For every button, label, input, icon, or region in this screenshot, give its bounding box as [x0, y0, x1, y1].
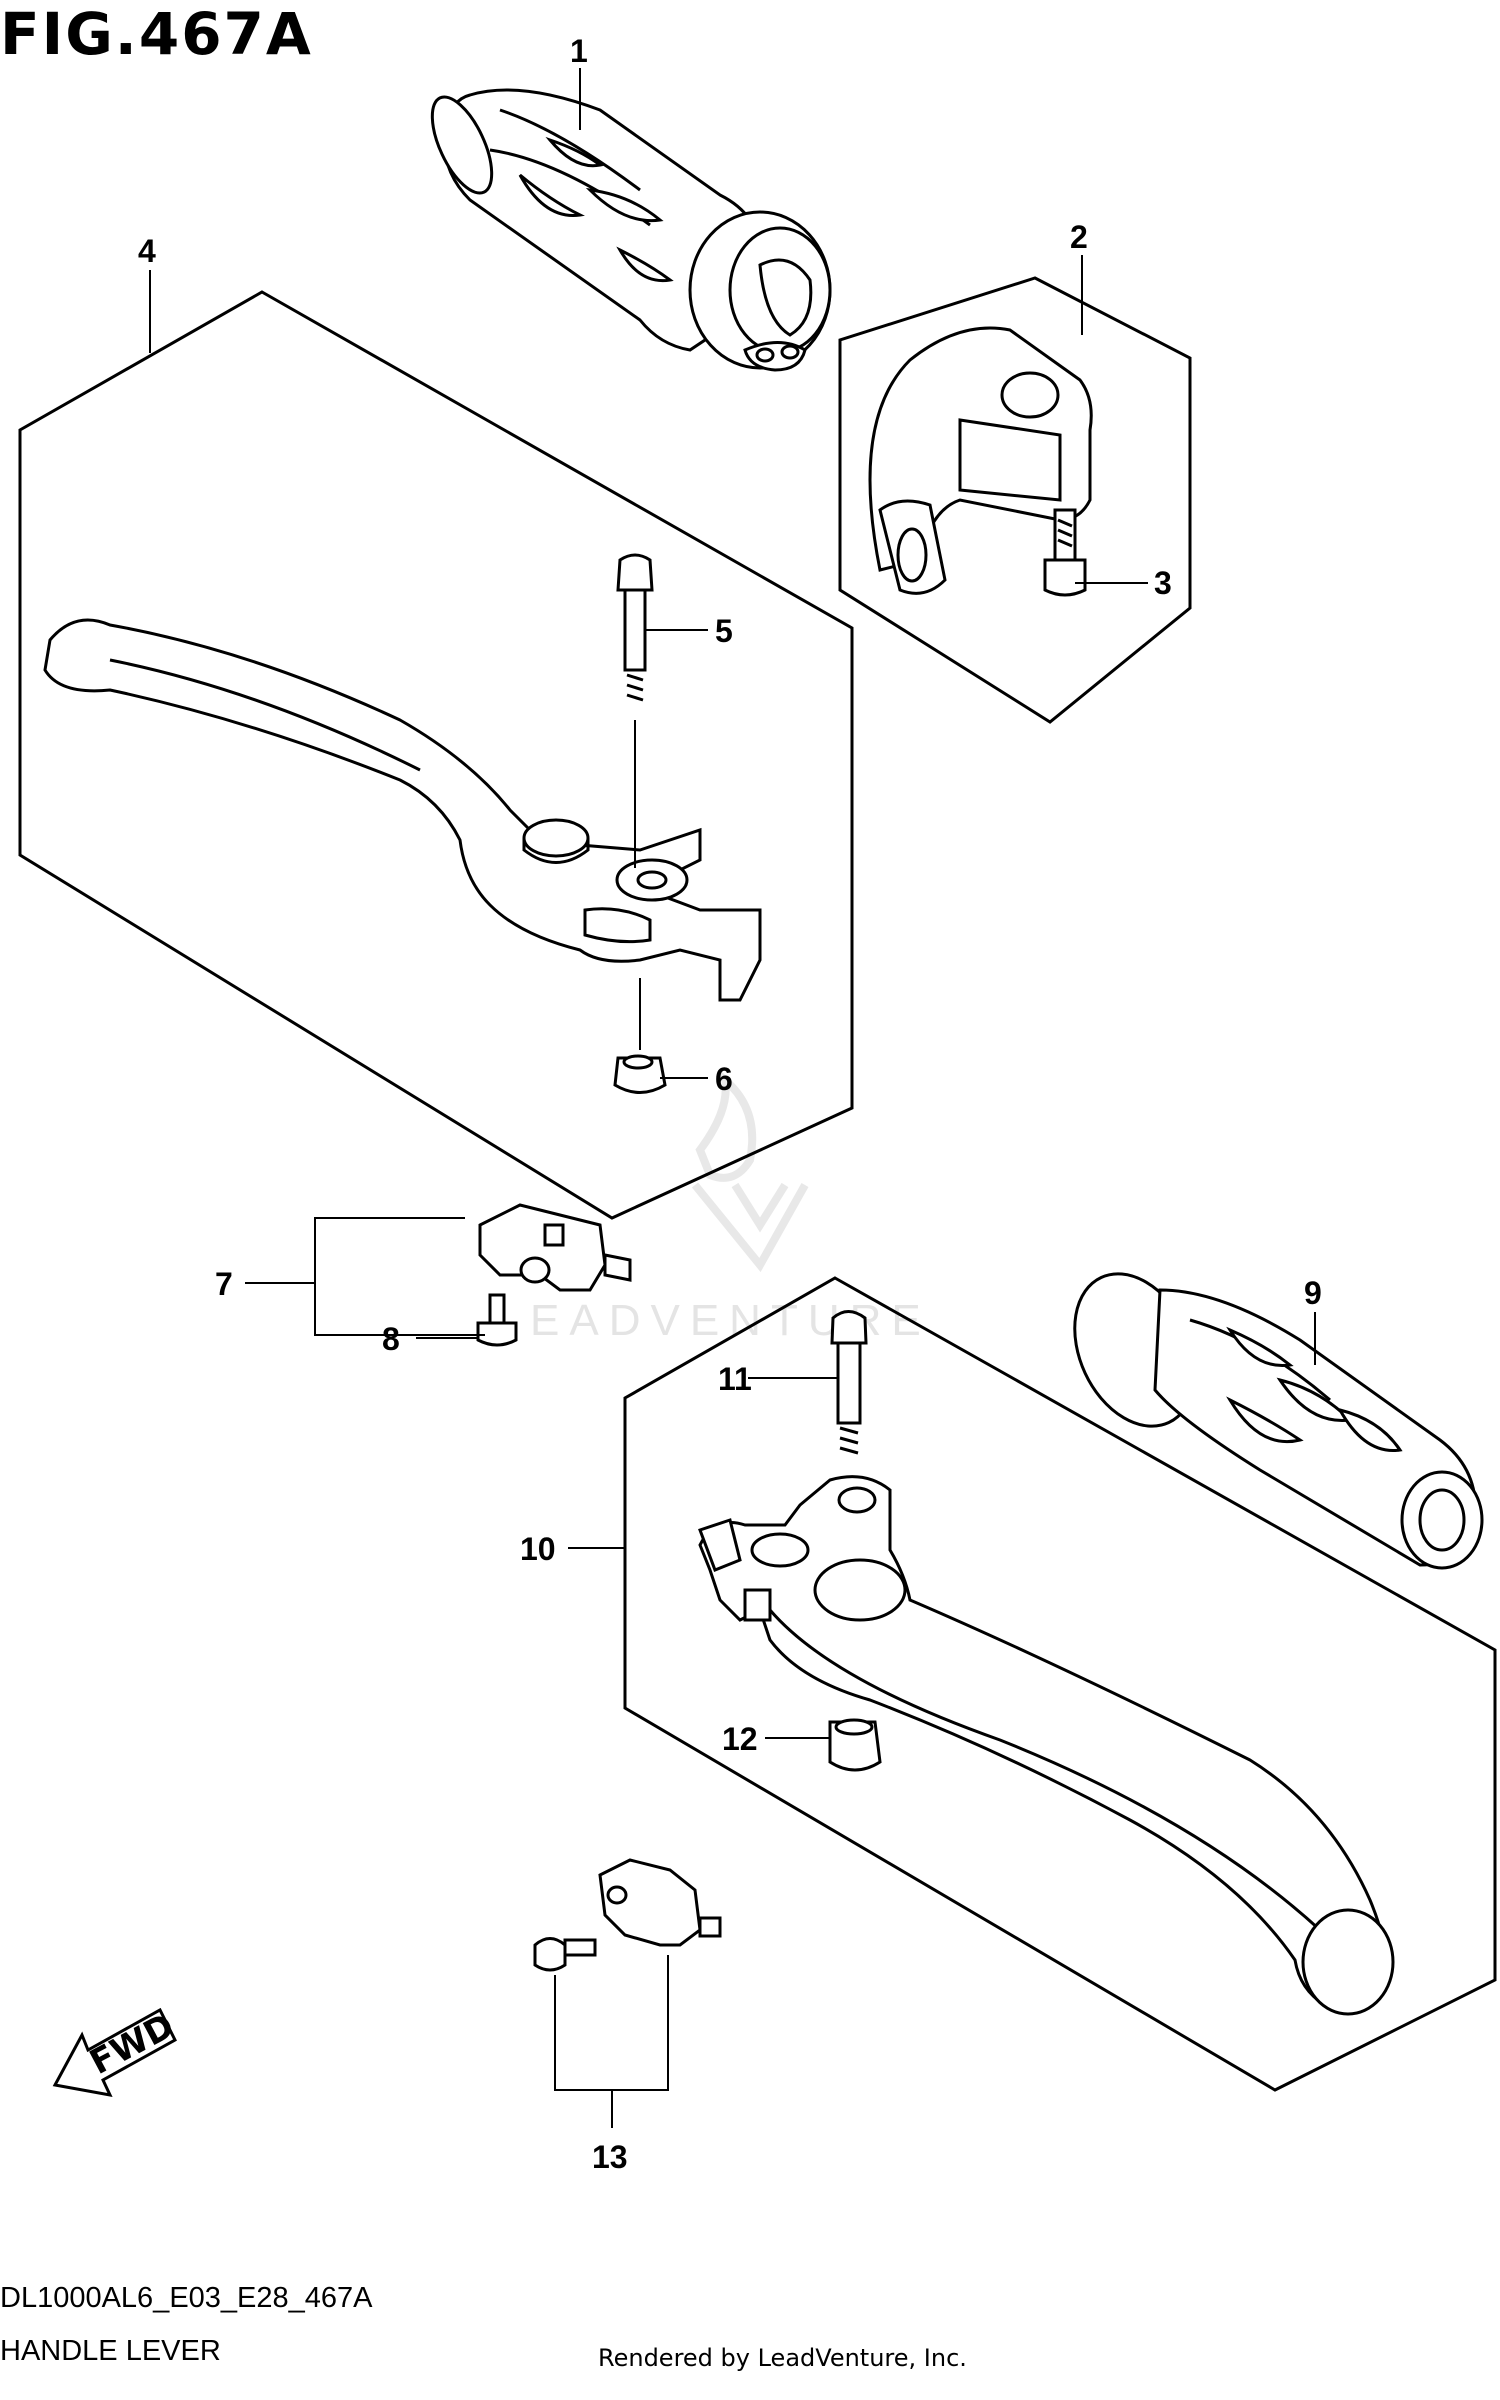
callout-12: 12 — [722, 1721, 758, 1757]
left-grip — [1073, 1272, 1484, 1570]
front-brake-lever — [43, 618, 762, 1002]
holder-screw — [1043, 508, 1087, 597]
callout-5: 5 — [715, 613, 733, 649]
callout-1: 1 — [570, 33, 588, 69]
bracket-13 — [554, 1955, 669, 2091]
watermark — [691, 1069, 809, 1273]
front-brake-switch — [478, 1203, 632, 1292]
callout-6: 6 — [715, 1061, 733, 1097]
clutch-lever-group-frame — [623, 1276, 1497, 2092]
callout-10: 10 — [520, 1531, 556, 1567]
nut-12 — [828, 1718, 882, 1772]
pivot-bolt-5 — [616, 553, 654, 702]
callout-11: 11 — [718, 1361, 752, 1397]
model-code: DL1000AL6_E03_E28_467A — [0, 2282, 373, 2314]
callout-13: 13 — [592, 2139, 628, 2175]
section-name: HANDLE LEVER — [0, 2335, 221, 2367]
callout-8: 8 — [382, 1321, 400, 1357]
figure-title: FIG.467A — [0, 0, 313, 68]
right-grip — [430, 88, 832, 372]
rendered-by: Rendered by LeadVenture, Inc. — [598, 2344, 967, 2372]
callout-7: 7 — [215, 1266, 233, 1302]
callout-2: 2 — [1070, 219, 1088, 255]
callout-4: 4 — [138, 233, 156, 269]
fwd-arrow-icon: FWD — [52, 2006, 181, 2097]
throttle-holder — [868, 326, 1093, 595]
callout-3: 3 — [1154, 565, 1172, 601]
holder-group-frame — [838, 276, 1192, 724]
clutch-lever — [698, 1475, 1395, 2016]
fwd-label: FWD — [83, 2006, 180, 2083]
bracket-7-8 — [314, 1217, 485, 1336]
nut-6 — [613, 1054, 667, 1094]
switch-screw-8 — [476, 1293, 518, 1347]
clutch-switch — [598, 1858, 722, 1947]
switch-screw-13 — [533, 1937, 597, 1972]
pivot-bolt-11 — [830, 1310, 868, 1455]
callout-9: 9 — [1304, 1275, 1322, 1311]
brake-lever-group-frame — [18, 290, 854, 1220]
